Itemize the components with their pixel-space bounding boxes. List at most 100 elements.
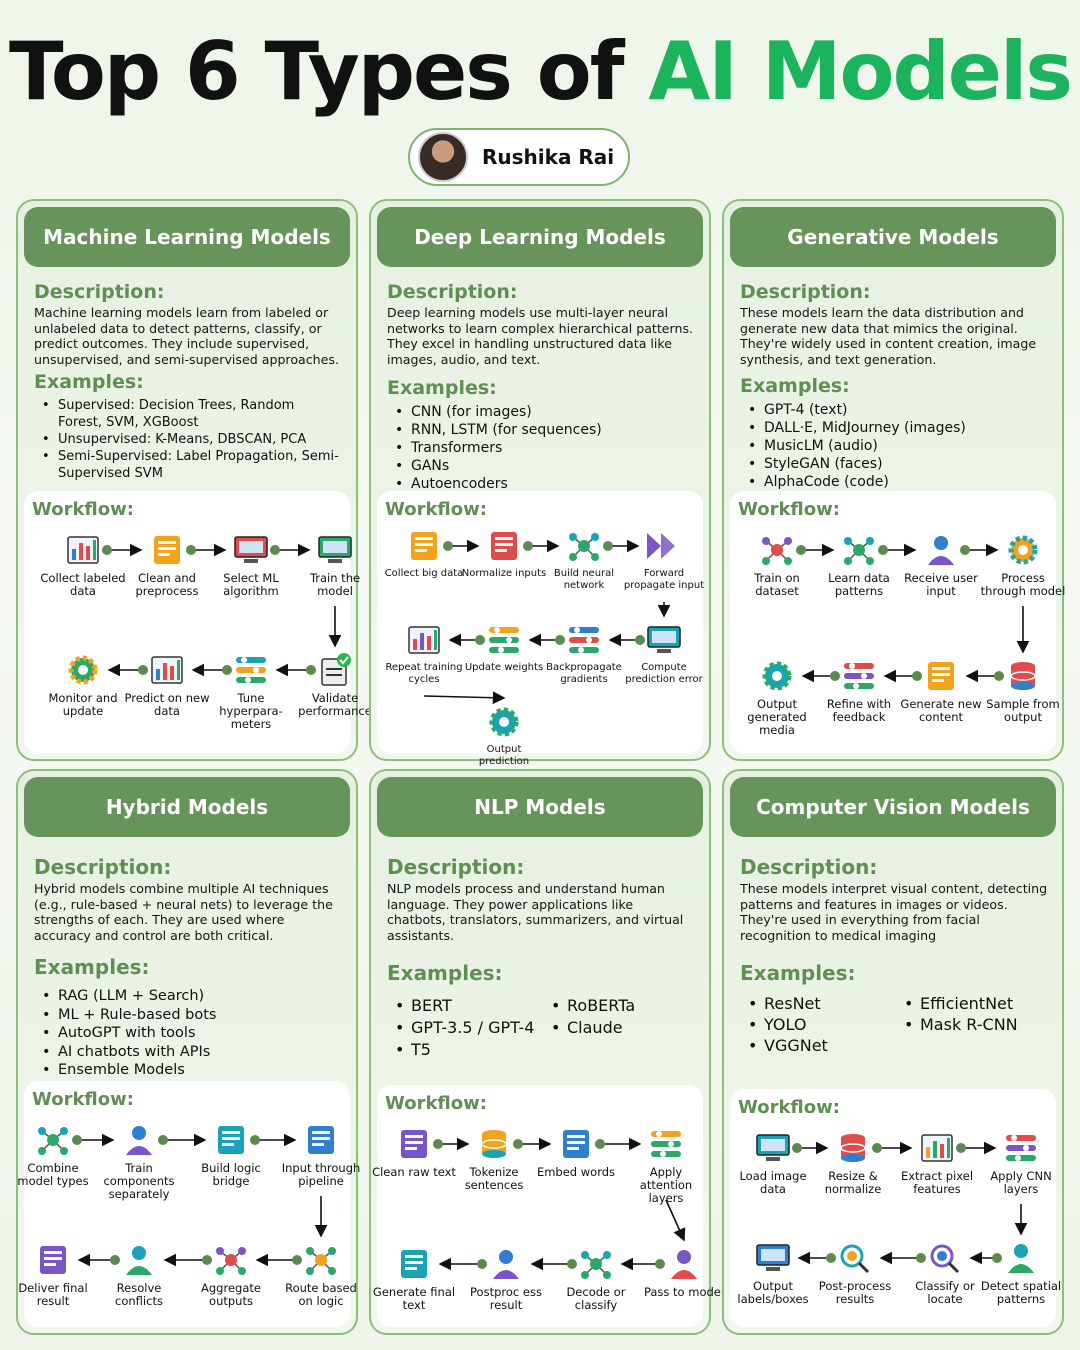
workflow-heading: Workflow:: [385, 499, 487, 520]
workflow-step-label: Combine model types: [17, 1161, 89, 1188]
workflow-connector-dot: [443, 541, 453, 551]
workflow-step: Clean raw text: [371, 1125, 457, 1179]
workflow-connector-dot: [792, 1143, 802, 1153]
workflow-step: Generate new content: [898, 657, 984, 724]
list-item: MusicLM (audio): [742, 437, 1048, 455]
workflow-step-label: Compute prediction error: [625, 662, 703, 685]
brain-icon: [838, 531, 880, 569]
workflow-step: Compute prediction error: [621, 621, 707, 686]
workflow-connector-dot: [655, 1259, 665, 1269]
workflow-step: Build logic bridge: [188, 1121, 274, 1188]
workflow-step-label: Learn data patterns: [828, 571, 890, 598]
workflow-arrow: [665, 1199, 686, 1242]
workflow-step: Pass to model: [641, 1245, 727, 1299]
workflow-connector-dot: [513, 1139, 523, 1149]
workflow-step-label: Post-process results: [818, 1279, 892, 1306]
workflow-step-label: Tokenize sentences: [464, 1165, 524, 1192]
bridge-icon: [210, 1121, 252, 1159]
workflow-step-label: Update weights: [464, 662, 544, 673]
list-item: Ensemble Models: [36, 1061, 342, 1080]
list-item: VGGNet: [742, 1035, 892, 1056]
workflow-connector-dot: [270, 545, 280, 555]
workflow-connector-dot: [603, 541, 613, 551]
workflow-step: Select ML algorithm: [208, 531, 294, 598]
workflow-step-label: Input through pipeline: [281, 1161, 361, 1188]
examples-heading: Examples:: [387, 377, 497, 399]
workflow-connector-dot: [595, 1139, 605, 1149]
workflow-step-label: Clean and preprocess: [135, 571, 199, 598]
workflow-step-label: Embed words: [536, 1165, 616, 1179]
workflow-step-label: Clean raw text: [372, 1165, 456, 1179]
workflow-connector-dot: [138, 665, 148, 675]
workflow-step: Aggregate outputs: [188, 1241, 274, 1308]
workflow-connector-dot: [306, 665, 316, 675]
bulb-icon: [834, 1239, 876, 1277]
workflow-step-label: Backpropagate gradients: [546, 662, 622, 685]
workflow-connector-dot: [555, 635, 565, 645]
workflow-step-label: Sample from output: [986, 697, 1060, 724]
workflow-step: Detect spatial patterns: [978, 1239, 1064, 1306]
workflow-step-label: Apply CNN layers: [990, 1169, 1052, 1196]
examples-list: RAG (LLM + Search) ML + Rule-based bots …: [36, 987, 342, 1080]
page-title: Top 6 Types of AI Models: [0, 22, 1080, 122]
card-deep-learning: Deep Learning Models Description: Deep l…: [369, 199, 711, 767]
examples-list: ResNet YOLO VGGNet EfficientNet Mask R-C…: [742, 993, 1048, 1056]
workflow-connector-dot: [826, 1253, 836, 1263]
workflow-step-label: Classify or locate: [915, 1279, 975, 1306]
workflow-step: Train components separately: [96, 1121, 182, 1201]
workflow-step: Backpropagate gradients: [541, 621, 627, 686]
workflow-step-label: Train on dataset: [754, 571, 800, 598]
image-icon: [752, 1129, 794, 1167]
workflow-step: Collect big data: [381, 527, 467, 580]
workflow-step-label: Normalize inputs: [461, 568, 547, 579]
workflow-step-label: Aggregate outputs: [201, 1281, 261, 1308]
title-accent: AI Models: [648, 25, 1073, 118]
workflow-step: Extract pixel features: [894, 1129, 980, 1196]
workflow-heading: Workflow:: [32, 1089, 134, 1110]
description-text: These models learn the data distribution…: [740, 305, 1037, 367]
title-main: Top 6 Types of: [8, 25, 625, 118]
workflow-connector-dot: [635, 635, 645, 645]
check-document-icon: [314, 651, 356, 689]
workflow-step-label: Detect spatial patterns: [980, 1279, 1062, 1306]
person-laptop-icon: [314, 531, 356, 569]
list-item: StyleGAN (faces): [742, 455, 1048, 473]
workflow-step: Sample from output: [980, 657, 1066, 724]
workflow-step-label: Load image data: [739, 1169, 807, 1196]
workflow-step-label: Select ML algorithm: [223, 571, 279, 598]
workflow-step: Apply attention layers: [623, 1125, 709, 1205]
shapes-icon: [575, 1245, 617, 1283]
workflow-connector-dot: [912, 671, 922, 681]
gear-icon: [62, 651, 104, 689]
workflow-arrows: [433, 1137, 686, 1271]
workflow-step-label: Train the model: [309, 571, 361, 598]
workflow-step: Combine model types: [10, 1121, 96, 1188]
workflow-connector-dot: [102, 545, 112, 555]
monitor-icon: [230, 531, 272, 569]
chart-icon: [403, 621, 445, 659]
sliders-icon: [483, 621, 525, 659]
workflow-heading: Workflow:: [32, 499, 134, 520]
workflow-step-label: Generate final text: [372, 1285, 456, 1312]
people-icon: [663, 1245, 705, 1283]
examples-heading: Examples:: [387, 961, 503, 985]
workflow-step-label: Apply attention layers: [639, 1165, 693, 1205]
workflow-step-label: Validate performance: [298, 691, 372, 718]
workflow-step-label: Build logic bridge: [201, 1161, 261, 1188]
description-heading: Description:: [740, 855, 878, 879]
database-icon: [1002, 657, 1044, 695]
author-badge: Rushika Rai: [408, 128, 630, 186]
workflow-connector-dot: [158, 1135, 168, 1145]
workflow-connector-dot: [433, 1139, 443, 1149]
author-name: Rushika Rai: [482, 145, 615, 169]
workflow-step-label: Train components separately: [103, 1161, 175, 1201]
list-item: T5: [389, 1039, 539, 1061]
workflow-connector-dot: [960, 545, 970, 555]
workflow-step-label: Postproc ess result: [470, 1285, 542, 1312]
examples-heading: Examples:: [34, 955, 150, 979]
workflow-step: Embed words: [533, 1125, 619, 1179]
examples-heading: Examples:: [34, 371, 144, 393]
network-icon: [756, 531, 798, 569]
examples-list: BERT GPT-3.5 / GPT-4 T5 RoBERTa Claude: [389, 995, 695, 1061]
